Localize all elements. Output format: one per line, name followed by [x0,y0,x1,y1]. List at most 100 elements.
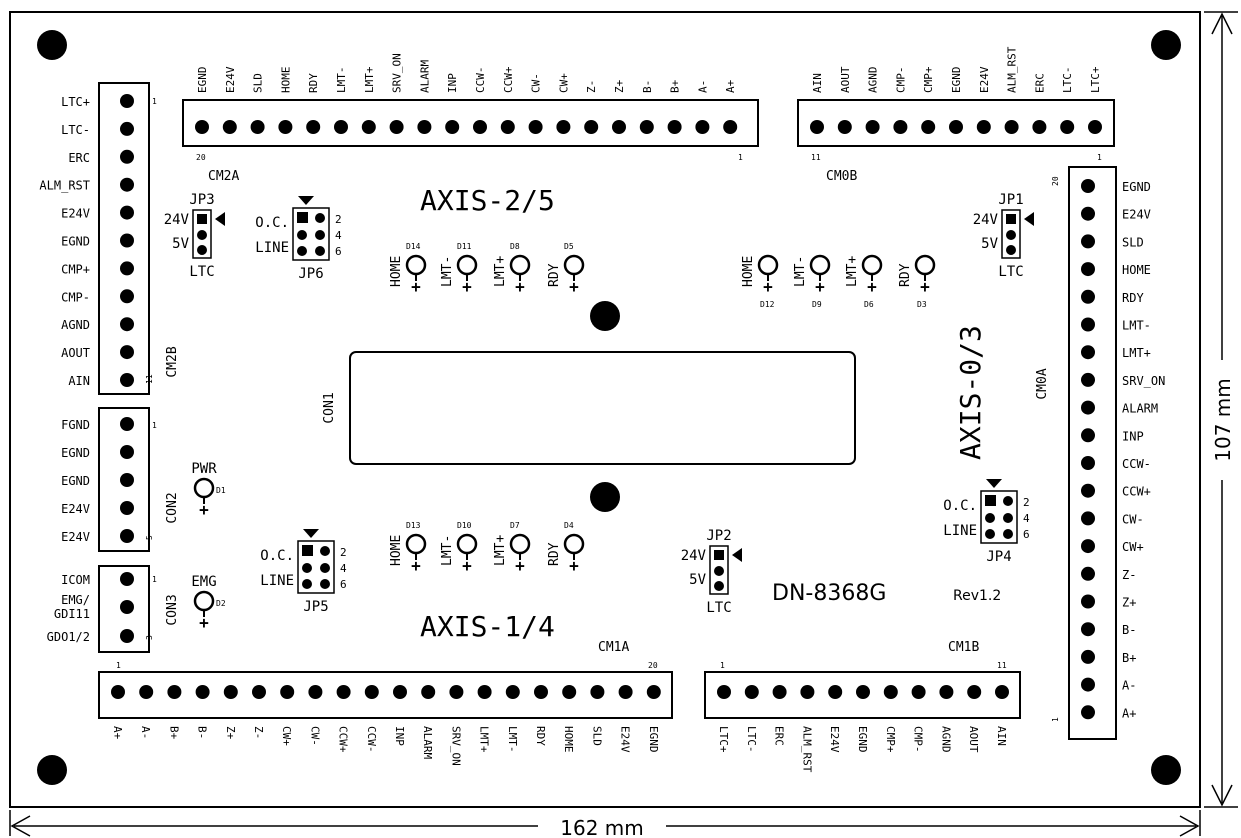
cm2a-pin [667,120,682,134]
cm0a-pin [1081,289,1095,304]
jp4-pin [1003,513,1013,523]
cm1a-pin [534,685,548,699]
cm2a-pin [556,120,571,134]
cm2a-pin [306,120,321,134]
cm0b-pin [976,120,991,134]
pin-number: 4 [340,562,347,575]
cm2a-pin-label: Z- [585,80,598,93]
cm2a-pin [222,120,237,134]
led-indicator [456,533,478,555]
cm1b-connector [704,671,1021,719]
cm1a-pin [449,685,464,699]
cm2a-pin-label: E24V [224,66,237,93]
cm1b-pin-label: LTC- [745,726,758,753]
cm0a-pin-label: Z+ [1122,596,1136,610]
cm0a-pin-label: B- [1122,623,1136,637]
cm1b-pin-label: ERC [773,726,786,746]
cm0b-connector [797,99,1115,147]
mounting-hole [37,755,67,785]
arrow-right-icon [1179,815,1200,837]
cm0a-pin-label: CW+ [1122,540,1144,554]
cm2a-pin [473,120,487,134]
cm1a-pin-label: B- [196,726,209,739]
cm1a-label: CM1A [598,640,629,655]
cm1a-pin [139,685,154,699]
cm2b-pin [120,205,134,220]
pin-number: 1 [152,97,157,106]
jp1-bottom-label: 5V [981,236,998,252]
con1-connector [349,351,856,465]
jp3-bottom-label: 5V [172,236,189,252]
cm1b-pin [717,685,731,699]
cm1a-pin-label: INP [393,726,406,746]
cm1b-pin [856,685,870,699]
axis-0-3-label: AXIS-0/3 [954,325,987,460]
led-anode-mark: + [569,556,579,575]
cm1a-pin-label: A- [139,726,152,739]
cm1a-pin-label: CCW- [365,726,378,753]
cm1a-pin-label: E24V [619,726,632,753]
jp5-label: JP5 [303,599,328,615]
mounting-hole [37,30,67,60]
con3-connector [98,565,150,653]
pin-number: 1 [1097,153,1102,162]
led-ref: D5 [564,242,574,251]
cm0b-pin-label: ALM_RST [1006,46,1019,93]
cm1b-pin-label: ALM_RST [800,726,813,773]
cm1b-label: CM1B [948,640,979,655]
cm2a-pin-label: LMT+ [363,66,376,93]
jp2-label: JP2 [706,528,731,544]
pin-number: 1 [738,153,743,162]
cm2a-pin [723,120,738,134]
cm0b-pin [921,120,936,134]
jp3-pin [197,230,207,240]
pin-number: 1 [152,421,157,430]
cm2a-connector [182,99,759,147]
cm2b-pin [120,345,134,360]
led-indicator [914,254,936,276]
cm2b-pin-label: ERC [68,151,90,165]
jp4-label: JP4 [986,549,1011,565]
pin-number: 2 [1023,496,1030,509]
led-anode-mark: + [763,277,773,296]
led-label: RDY [898,263,913,287]
led-ref: D11 [457,242,472,251]
con3-pin-label: GDO1/2 [47,630,90,644]
cm1a-pin [646,685,661,699]
jp4-pin-square [985,495,996,506]
height-dimension-label: 107 mm [1211,378,1235,462]
con2-pin-label: EGND [61,474,90,488]
jp1-pin [1006,245,1016,255]
pin-number: 5 [145,535,154,540]
cm0b-pin [1004,120,1019,134]
led-label: LMT- [440,535,455,566]
led-anode-mark: + [411,556,421,575]
cm1a-pin [308,685,323,699]
led-ref: D14 [406,242,421,251]
cm2b-pin [120,261,134,276]
cm2b-pin-label: AGND [61,318,90,332]
jp6-pin [297,246,307,256]
led-anode-mark: + [199,613,209,632]
cm2b-pin [120,233,134,248]
cm2a-pin [639,120,654,134]
cm0a-pin [1081,345,1095,360]
cm2a-pin [500,120,515,134]
cm1a-pin [618,685,633,699]
cm0b-pin-label: LTC+ [1089,66,1102,93]
cm0a-pin-label: INP [1122,429,1144,443]
cm1a-pin-label: SRV_ON [449,726,462,766]
jp5-row1-label: O.C. [260,548,294,564]
cm0a-pin [1081,649,1095,664]
con3-label: CON3 [165,594,180,625]
cm2a-pin [584,120,599,134]
led-label: HOME [389,256,404,287]
led-anode-mark: + [815,277,825,296]
cm1b-pin [800,685,815,699]
pin1-arrow-icon [215,212,225,226]
cm1a-pin [336,685,351,699]
cm1a-pin-label: A+ [111,726,124,740]
cm2a-label: CM2A [208,169,239,184]
led-ref: D8 [510,242,520,251]
